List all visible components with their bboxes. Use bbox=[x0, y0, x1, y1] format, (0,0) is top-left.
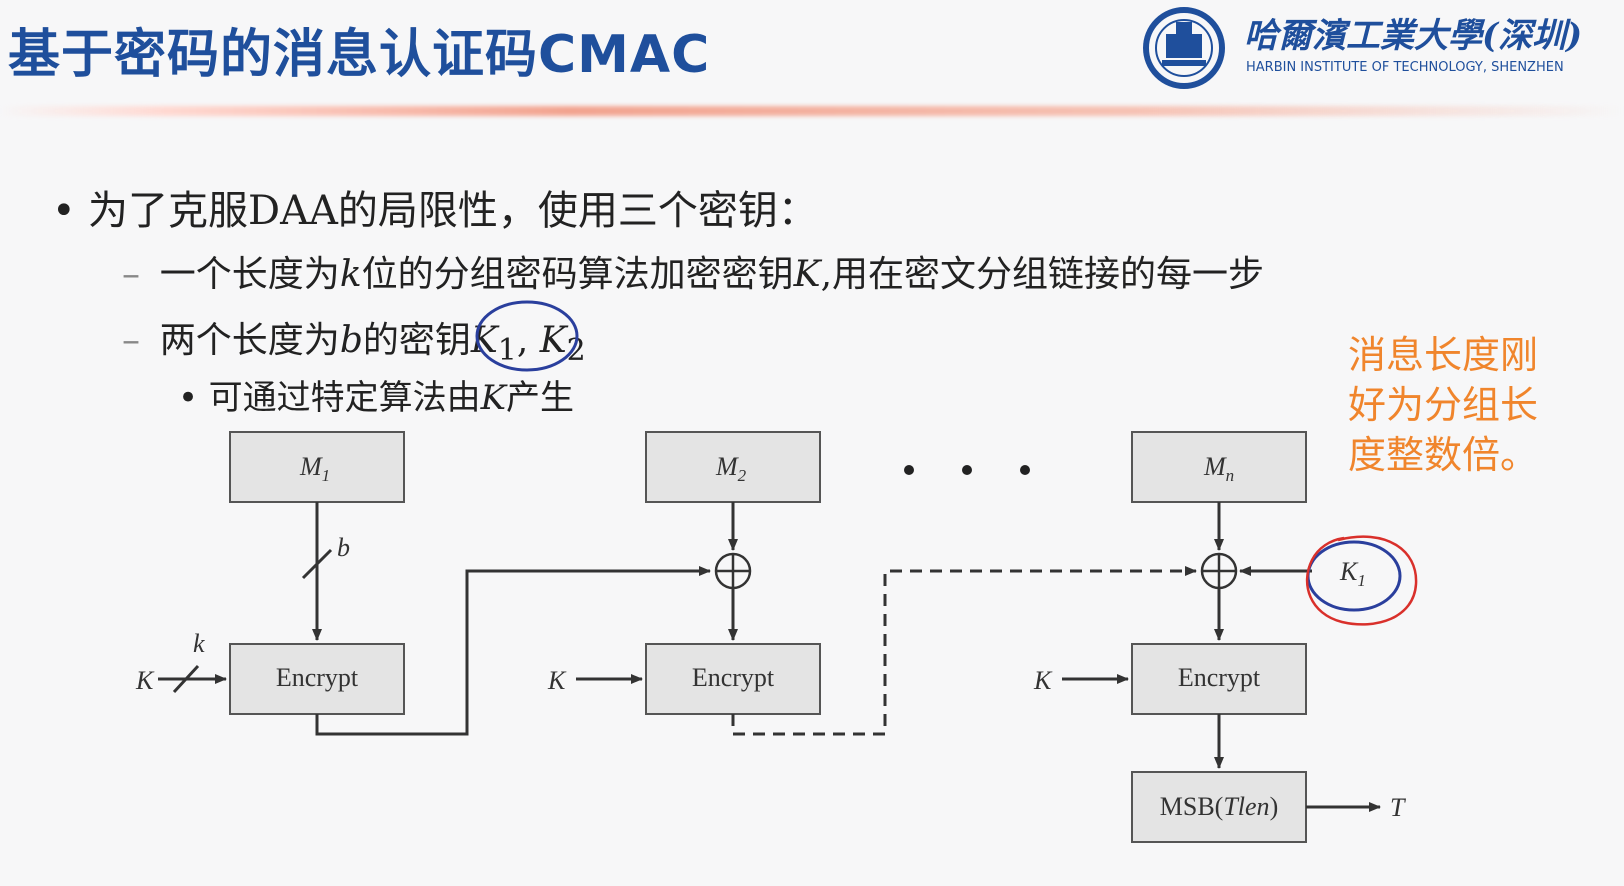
subkey-k1-sub: 1 bbox=[497, 333, 517, 369]
label-k: k bbox=[193, 629, 205, 658]
label-key-n: K bbox=[1033, 666, 1053, 695]
label-tag-t: T bbox=[1390, 793, 1406, 822]
cipher-key-text-1: 一个长度为 bbox=[159, 254, 340, 295]
label-encrypt-2: Encrypt bbox=[692, 663, 775, 692]
cipher-key-var: K bbox=[793, 254, 821, 295]
label-key-2: K bbox=[547, 666, 567, 695]
label-k1: K1 bbox=[1339, 557, 1366, 590]
label-m2: M2 bbox=[715, 452, 747, 485]
dash-marker-icon: – bbox=[122, 320, 140, 361]
cipher-key-text-3: ,用在密文分组链接的每一步 bbox=[820, 254, 1265, 295]
bullet-level1: • 为了克服DAA的局限性，使用三个密钥： bbox=[52, 178, 818, 236]
subkeys-text-2: 的密钥 bbox=[362, 320, 471, 361]
label-b: b bbox=[337, 533, 350, 562]
subkeys-separator: , bbox=[516, 320, 540, 361]
encrypt-box-2 bbox=[645, 643, 821, 715]
block-m2 bbox=[645, 431, 821, 503]
bullet-dot-icon: • bbox=[178, 378, 199, 418]
subkeys-text-1: 两个长度为 bbox=[159, 320, 340, 361]
cipher-key-text-2: 位的分组密码算法加密密钥 bbox=[361, 254, 794, 295]
subkey-k2-var: K bbox=[539, 320, 567, 361]
ellipsis-dot bbox=[962, 465, 972, 475]
encrypt-box-1 bbox=[229, 643, 405, 715]
chain-line-1 bbox=[315, 566, 711, 736]
width-slash bbox=[301, 548, 333, 580]
cipher-key-length-var: k bbox=[339, 254, 362, 295]
university-english-name: HARBIN INSTITUTE OF TECHNOLOGY, SHENZHEN bbox=[1246, 60, 1564, 75]
ellipsis-dot bbox=[904, 465, 914, 475]
block-m1 bbox=[229, 431, 405, 503]
derive-key-var: K bbox=[480, 378, 506, 418]
bullet-level2-cipher-key: –一个长度为k位的分组密码算法加密密钥K,用在密文分组链接的每一步 bbox=[122, 245, 1264, 297]
handdrawn-circle-k1-red bbox=[1305, 535, 1418, 626]
annotation-note: 消息长度刚 好为分组长 度整数倍。 bbox=[1348, 333, 1539, 477]
label-encrypt-n: Encrypt bbox=[1178, 663, 1261, 692]
msb-box bbox=[1131, 771, 1307, 843]
ellipsis-dot bbox=[1020, 465, 1030, 475]
label-key-1: K bbox=[135, 666, 155, 695]
subkey-k2-sub: 2 bbox=[566, 333, 586, 369]
derive-text-1: 可通过特定算法由 bbox=[208, 378, 481, 418]
slide-title: 基于密码的消息认证码CMAC bbox=[8, 25, 711, 85]
chain-line-dashed bbox=[731, 566, 1197, 736]
derive-text-2: 产生 bbox=[506, 378, 574, 418]
encrypt-box-n bbox=[1131, 643, 1307, 715]
label-m1: M1 bbox=[299, 452, 330, 485]
handdrawn-circle-text-k1 bbox=[475, 300, 579, 372]
label-encrypt-1: Encrypt bbox=[276, 663, 359, 692]
bullet-level1-text: 为了克服DAA的局限性，使用三个密钥： bbox=[88, 188, 818, 234]
university-seal-icon bbox=[1143, 7, 1225, 89]
university-logo: 哈爾濱工業大學(深圳) HARBIN INSTITUTE OF TECHNOLO… bbox=[1132, 4, 1612, 94]
subkeys-length-var: b bbox=[339, 320, 363, 361]
block-mn bbox=[1131, 431, 1307, 503]
dash-marker-icon: – bbox=[122, 254, 140, 295]
width-slash bbox=[172, 664, 200, 694]
title-divider bbox=[0, 106, 1624, 116]
label-mn: Mn bbox=[1203, 452, 1234, 485]
bullet-dot-icon: • bbox=[52, 188, 76, 234]
university-name: 哈爾濱工業大學(深圳) bbox=[1244, 16, 1583, 56]
bullet-level3: •可通过特定算法由K产生 bbox=[178, 370, 574, 419]
label-msb: MSB(Tlen) bbox=[1160, 792, 1278, 821]
